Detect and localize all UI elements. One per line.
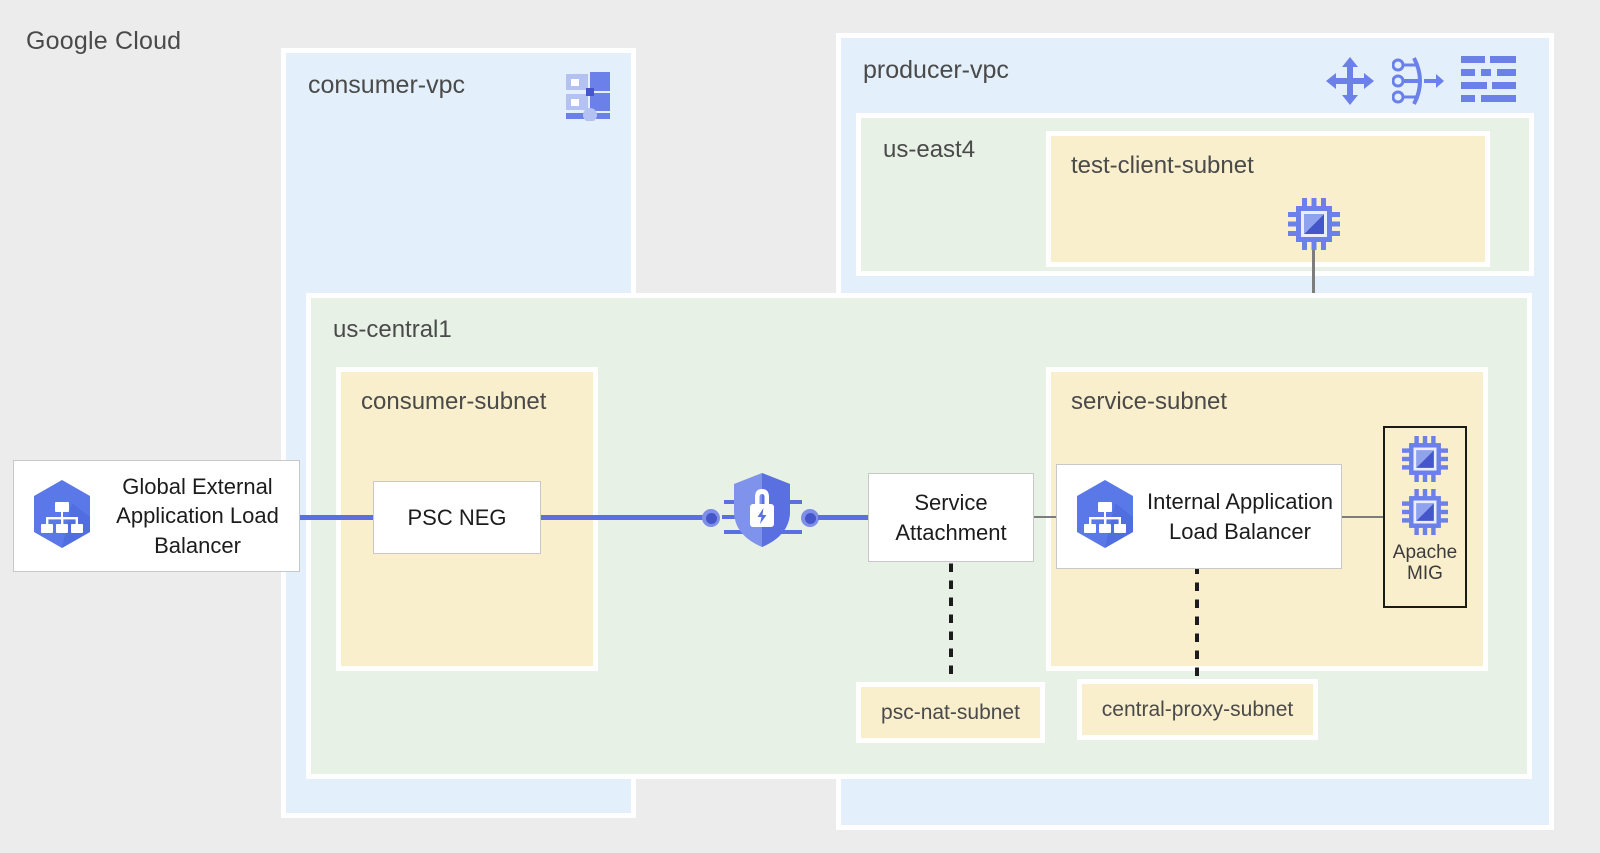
consumer-vpc-label: consumer-vpc (308, 71, 465, 99)
central-proxy-subnet: central-proxy-subnet (1077, 679, 1318, 740)
apache-mig-node[interactable]: Apache MIG (1383, 426, 1467, 608)
global-external-load-balancer-label: Global External Application Load Balance… (116, 474, 279, 558)
page-title: Google Cloud (26, 27, 182, 55)
psc-endpoint-dot-left (702, 509, 720, 527)
psc-dash-5 (770, 530, 802, 534)
us-central1-label: us-central1 (333, 316, 452, 343)
wire-psc-to-service-attachment (818, 515, 870, 520)
wire-pscneg-to-psc (541, 515, 707, 520)
test-client-subnet: test-client-subnet (1046, 131, 1490, 267)
us-east4-label: us-east4 (883, 136, 976, 163)
test-client-subnet-label: test-client-subnet (1071, 152, 1254, 179)
psc-dash-2 (724, 530, 754, 534)
consumer-subnet-label: consumer-subnet (361, 388, 547, 415)
internal-application-load-balancer-label: Internal Application Load Balancer (1147, 489, 1333, 544)
apache-mig-label: Apache MIG (1392, 542, 1458, 585)
service-attachment-label: Service Attachment (895, 490, 1007, 545)
psc-nat-subnet-label: psc-nat-subnet (881, 700, 1020, 724)
psc-neg-label: PSC NEG (407, 504, 507, 530)
shield-lock-icon (731, 471, 793, 549)
load-balancer-hexagon-icon (1071, 477, 1139, 556)
psc-dash-4 (778, 500, 802, 504)
psc-endpoint-dot-right (801, 509, 819, 527)
vm-instance-icon (1402, 436, 1448, 487)
psc-dash-3 (722, 515, 740, 519)
vm-instance-icon (1402, 489, 1448, 540)
vm-instance-icon (1288, 198, 1340, 250)
psc-neg-node[interactable]: PSC NEG (373, 481, 541, 554)
vpc-network-icon (558, 65, 614, 122)
wire-service-attachment-to-internal-lb (1034, 516, 1058, 518)
dotted-service-attachment-to-psc-nat (949, 562, 953, 684)
global-external-load-balancer-node[interactable]: Global External Application Load Balance… (13, 460, 300, 572)
wire-globallb-to-pscneg (298, 515, 376, 520)
producer-vpc-label: producer-vpc (863, 56, 1009, 84)
central-proxy-subnet-label: central-proxy-subnet (1101, 697, 1294, 721)
load-balancer-hexagon-icon (28, 477, 96, 556)
wire-internal-lb-to-mig (1342, 516, 1384, 518)
cloud-router-icon (1324, 55, 1376, 107)
service-attachment-node[interactable]: Service Attachment (868, 473, 1034, 562)
load-balancer-icon (1391, 55, 1446, 107)
service-subnet-label: service-subnet (1071, 388, 1228, 415)
psc-nat-subnet: psc-nat-subnet (856, 682, 1045, 743)
dotted-internal-lb-to-central-proxy (1195, 569, 1199, 681)
subnetwork-icon (1459, 54, 1517, 108)
internal-application-load-balancer-node[interactable]: Internal Application Load Balancer (1056, 464, 1342, 569)
